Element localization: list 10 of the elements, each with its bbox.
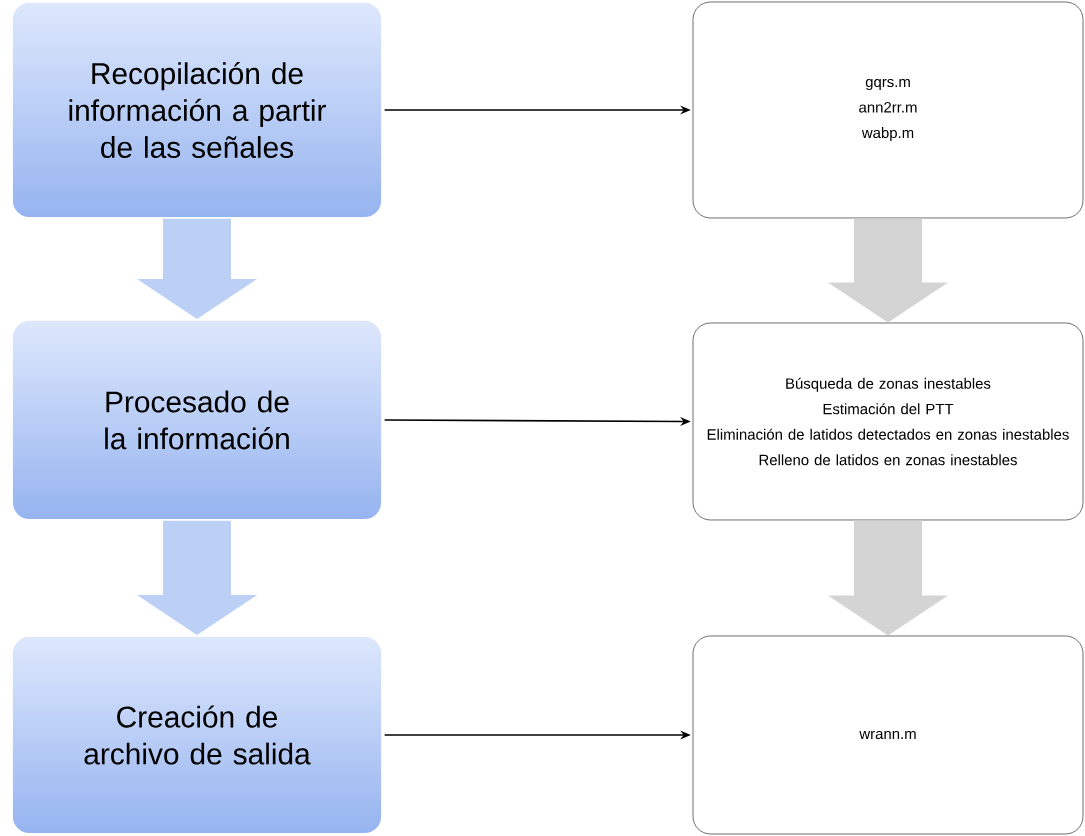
process-box: Procesado de la información [11, 319, 383, 521]
block-arrow [828, 218, 948, 323]
text-box: Búsqueda de zonas inestables Estimación del PTT Eliminación de latidos detectados en zonas inestables Relleno de latidos en zonas inestables [692, 322, 1084, 521]
block-arrow [137, 520, 257, 636]
text-box: gqrs.m ann2rr.m wabp.m [692, 1, 1084, 219]
block-arrow [828, 520, 948, 636]
block-arrow [137, 218, 257, 320]
process-box: Recopilación de información a partir de las señales [11, 1, 383, 219]
process-box: Creación de archivo de salida [11, 635, 383, 835]
text-box: wrann.m [692, 635, 1084, 835]
